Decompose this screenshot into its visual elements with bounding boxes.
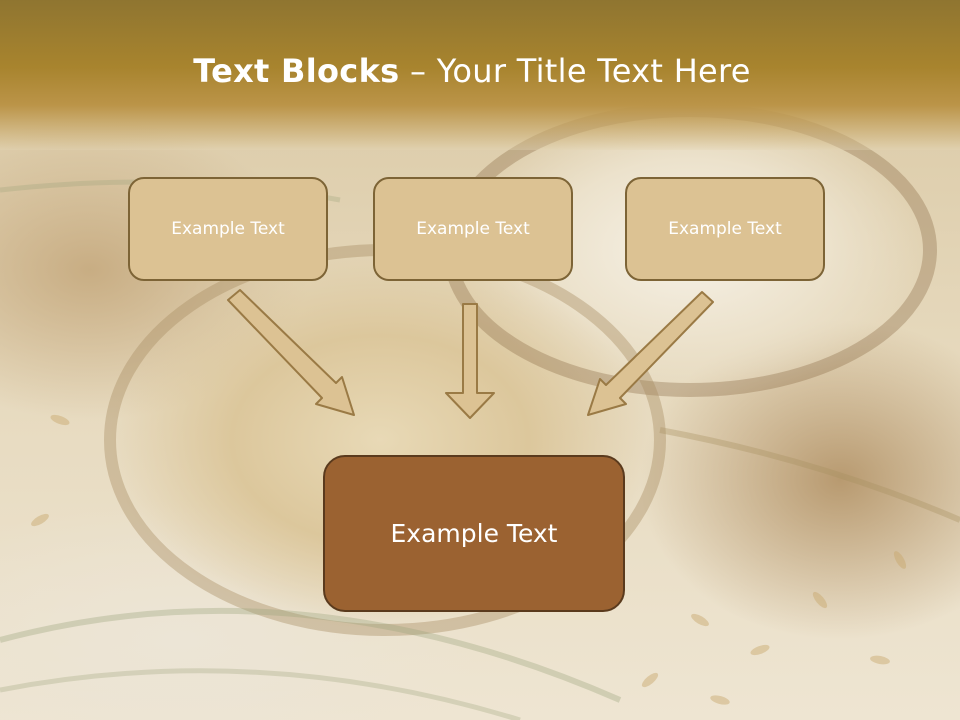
arrow-down-icon bbox=[445, 303, 495, 419]
title-bold: Text Blocks bbox=[193, 52, 400, 90]
slide-title: Text Blocks – Your Title Text Here bbox=[0, 52, 944, 90]
arrow-down-left-icon bbox=[587, 291, 714, 416]
title-rest: Your Title Text Here bbox=[436, 52, 751, 90]
title-dash: – bbox=[399, 52, 437, 90]
result-block-label: Example Text bbox=[390, 519, 558, 548]
text-block-1[interactable]: Example Text bbox=[128, 177, 328, 281]
text-block-1-label: Example Text bbox=[171, 219, 285, 239]
text-block-3-label: Example Text bbox=[668, 219, 782, 239]
arrow-down-right-icon bbox=[227, 289, 355, 416]
text-block-3[interactable]: Example Text bbox=[625, 177, 825, 281]
text-block-2-label: Example Text bbox=[416, 219, 530, 239]
header-band bbox=[0, 0, 960, 150]
result-block[interactable]: Example Text bbox=[323, 455, 625, 612]
text-block-2[interactable]: Example Text bbox=[373, 177, 573, 281]
